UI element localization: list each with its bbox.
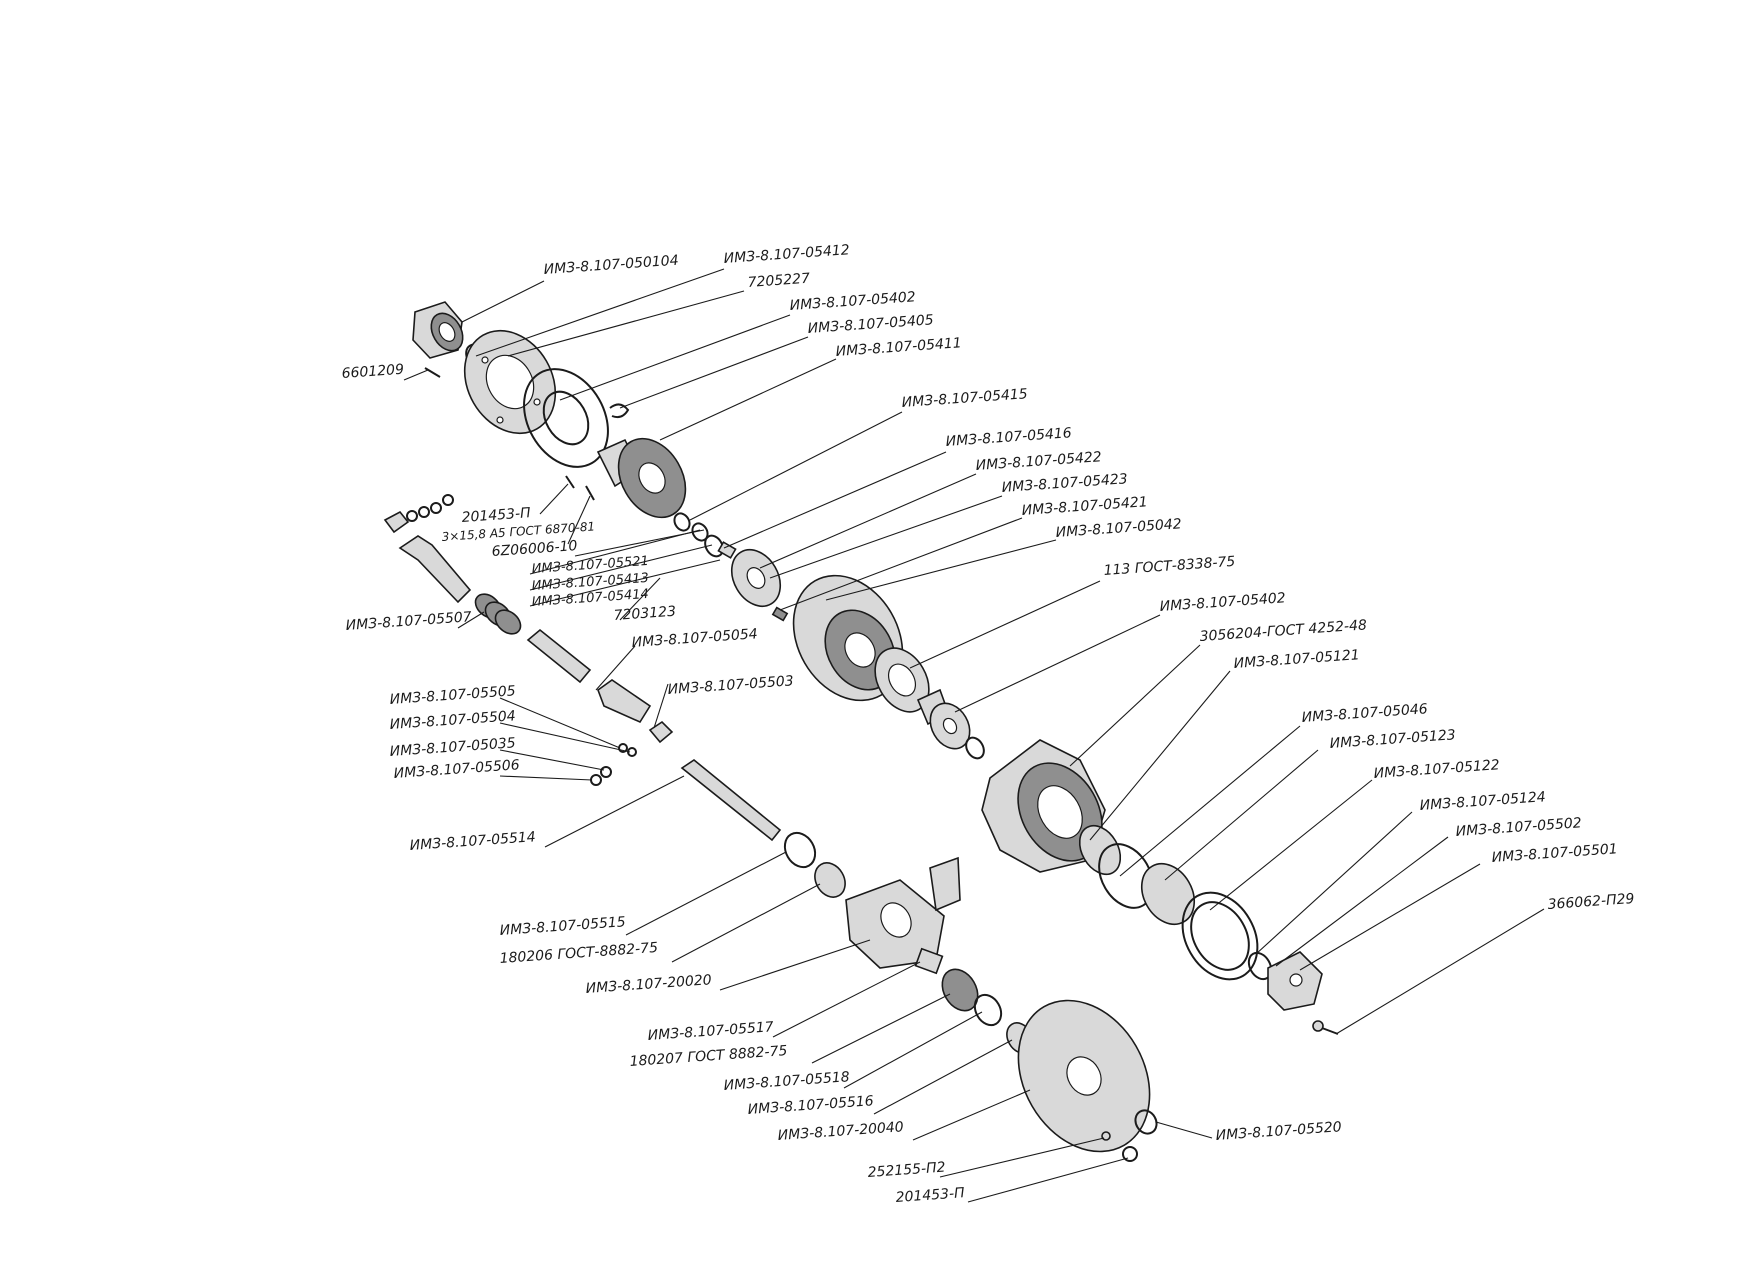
parts-drawing — [383, 301, 1339, 1162]
label-imz-050104: ИМЗ-8.107-050104 — [543, 253, 679, 278]
label-imz-05501: ИМЗ-8.107-05501 — [1491, 841, 1618, 866]
part-o-ring — [1247, 951, 1273, 981]
part-shaft-05514 — [680, 759, 782, 842]
label-imz-05518: ИМЗ-8.107-05518 — [723, 1069, 850, 1094]
label-imz-05421: ИМЗ-8.107-05421 — [1021, 494, 1148, 519]
part-bearing-180206 — [814, 862, 846, 898]
part-washer-c — [704, 534, 724, 558]
label-imz-05503: ИМЗ-8.107-05503 — [667, 673, 794, 698]
part-washer-05515 — [783, 831, 817, 869]
part-clutch-ring — [1140, 863, 1196, 925]
label-252155-p2: 252155-П2 — [867, 1160, 946, 1181]
part-needle-ring-d — [442, 494, 454, 506]
label-imz-05507: ИМЗ-8.107-05507 — [345, 609, 472, 634]
label-imz-05416: ИМЗ-8.107-05416 — [945, 425, 1072, 450]
part-housing-20020 — [845, 856, 961, 969]
part-cover-20040 — [1017, 999, 1151, 1153]
part-washer-05520 — [1134, 1109, 1158, 1135]
part-washer-05518 — [973, 993, 1003, 1027]
part-washer-201453-bottom — [1122, 1146, 1138, 1162]
part-ring-05035 — [600, 766, 612, 778]
part-output-yoke — [1267, 951, 1323, 1011]
part-input-yoke — [398, 535, 472, 604]
label-imz-05035: ИМЗ-8.107-05035 — [389, 735, 516, 760]
part-pin-6601209 — [424, 367, 441, 378]
label-imz-05412-a: ИМЗ-8.107-05412 — [723, 242, 850, 267]
part-sun-gear — [916, 688, 971, 750]
label-180207-gost: 180207 ГОСТ 8882-75 — [629, 1043, 788, 1070]
label-imz-05514: ИМЗ-8.107-05514 — [409, 829, 536, 854]
part-round-plate — [1181, 891, 1259, 981]
label-366062-p29: 366062-П29 — [1547, 891, 1635, 913]
label-imz-05415: ИМЗ-8.107-05415 — [901, 386, 1028, 411]
part-bushing-05517 — [914, 947, 944, 975]
label-imz-20020: ИМЗ-8.107-20020 — [585, 972, 712, 997]
leader-lines — [403, 268, 1545, 1203]
part-splined-sleeve — [526, 628, 592, 684]
part-cross-small — [383, 510, 410, 534]
label-imz-05520: ИМЗ-8.107-05520 — [1215, 1119, 1342, 1144]
label-imz-05124: ИМЗ-8.107-05124 — [1419, 789, 1546, 814]
part-snap-ring — [1098, 843, 1154, 909]
label-imz-05046: ИМЗ-8.107-05046 — [1301, 701, 1428, 726]
label-imz-05123: ИМЗ-8.107-05123 — [1329, 727, 1456, 752]
label-imz-05516: ИМЗ-8.107-05516 — [747, 1093, 874, 1118]
label-imz-05423: ИМЗ-8.107-05423 — [1001, 471, 1128, 496]
part-rubber-boot — [474, 593, 522, 635]
label-imz-05506: ИМЗ-8.107-05506 — [393, 757, 520, 782]
part-washer-b — [691, 522, 709, 542]
label-imz-05411: ИМЗ-8.107-05411 — [835, 335, 962, 360]
label-imz-05405: ИМЗ-8.107-05405 — [807, 312, 934, 337]
part-clip — [609, 403, 630, 419]
label-imz-05504: ИМЗ-8.107-05504 — [389, 708, 516, 733]
label-imz-05402-a: ИМЗ-8.107-05402 — [789, 289, 916, 314]
part-washer-a — [673, 512, 691, 532]
label-imz-05422: ИМЗ-8.107-05422 — [975, 449, 1102, 474]
part-gear-flange — [463, 329, 557, 435]
part-yoke-05054 — [597, 679, 652, 724]
part-bolt-366062 — [1312, 1020, 1339, 1035]
label-imz-05515: ИМЗ-8.107-05515 — [499, 914, 626, 939]
label-imz-05402-b: ИМЗ-8.107-05402 — [1159, 590, 1286, 615]
part-gasket-plate — [523, 368, 609, 468]
part-bearing-180207 — [941, 968, 979, 1012]
part-pin-3x15 — [585, 485, 595, 501]
part-needle-ring-a — [406, 510, 418, 522]
part-pin-201453-top — [565, 475, 575, 489]
part-cap-nut — [412, 301, 464, 359]
part-seal-ring — [965, 736, 985, 760]
label-imz-05122: ИМЗ-8.107-05122 — [1373, 757, 1500, 782]
part-cross-05503 — [648, 720, 674, 744]
label-3056204-gost: 3056204-ГОСТ 4252-48 — [1199, 617, 1367, 645]
label-imz-05054: ИМЗ-8.107-05054 — [631, 626, 758, 651]
part-ring-05506 — [590, 774, 602, 786]
label-201453-p-b: 201453-П — [895, 1185, 965, 1206]
label-imz-05502: ИМЗ-8.107-05502 — [1455, 815, 1582, 840]
label-6601209: 6601209 — [341, 362, 404, 382]
label-201453-p-a: 201453-П — [461, 505, 531, 526]
label-imz-05121: ИМЗ-8.107-05121 — [1233, 647, 1360, 672]
label-imz-20040: ИМЗ-8.107-20040 — [777, 1119, 904, 1144]
label-6z06006: 6Z06006-10 — [491, 538, 578, 560]
label-180206-gost: 180206 ГОСТ-8882-75 — [499, 940, 658, 967]
part-key — [771, 606, 789, 622]
part-needle-ring-b — [418, 506, 430, 518]
part-bearing-3056204 — [1078, 824, 1122, 876]
label-imz-05517: ИМЗ-8.107-05517 — [647, 1019, 774, 1044]
label-7205227: 7205227 — [747, 271, 810, 291]
label-imz-05042: ИМЗ-8.107-05042 — [1055, 516, 1182, 541]
label-113-gost: 113 ГОСТ-8338-75 — [1103, 554, 1236, 579]
part-pinion-gear — [596, 437, 687, 519]
label-imz-05505: ИМЗ-8.107-05505 — [389, 683, 516, 708]
label-7203123: 7203123 — [613, 604, 676, 624]
part-needle-ring-c — [430, 502, 442, 514]
part-ball-bearing-113 — [874, 647, 930, 713]
part-bolt-252155 — [1101, 1131, 1111, 1141]
